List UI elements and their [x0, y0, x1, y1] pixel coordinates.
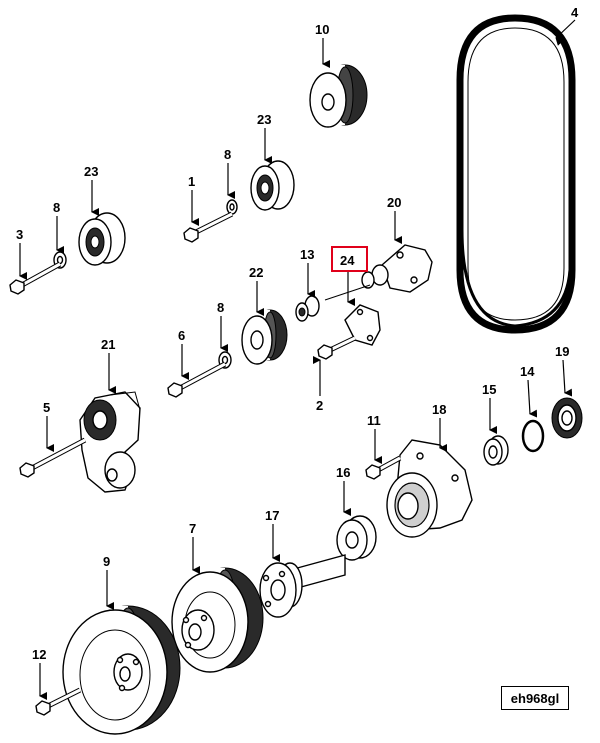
callout-10: 10	[315, 22, 329, 37]
callout-22: 22	[249, 265, 263, 280]
belt	[456, 14, 576, 334]
pulley-7	[171, 567, 264, 673]
housing-18	[386, 439, 473, 538]
callout-18: 18	[432, 402, 446, 417]
ring-15	[483, 435, 509, 466]
bolt-5	[19, 437, 87, 478]
callout-24: 24	[340, 253, 355, 268]
callout-14: 14	[520, 364, 535, 379]
callout-5: 5	[43, 400, 50, 415]
bracket-20	[361, 244, 433, 293]
bolt-1	[183, 211, 234, 243]
tensioner-21	[79, 391, 141, 493]
callout-7: 7	[189, 521, 196, 536]
callout-8-upper: 8	[224, 147, 231, 162]
callout-4: 4	[571, 5, 579, 20]
bolt-2	[317, 335, 357, 360]
hub-shaft-17	[259, 554, 346, 618]
bolt-11	[365, 455, 402, 480]
seal-19	[551, 397, 583, 439]
washer-8-upper	[226, 199, 238, 215]
pulley-22	[241, 309, 288, 365]
callout-16: 16	[336, 465, 350, 480]
callout-20: 20	[387, 195, 401, 210]
callout-17: 17	[265, 508, 279, 523]
bolt-6	[167, 361, 227, 398]
callout-11: 11	[367, 413, 381, 428]
callout-23-upper: 23	[257, 112, 271, 127]
idler-pulley-10	[309, 64, 368, 128]
idler-pulley-23-upper	[250, 160, 295, 211]
damper-pulley-9	[62, 605, 181, 735]
callout-15: 15	[482, 382, 496, 397]
callout-8-left: 8	[53, 200, 60, 215]
callout-labels: 4 10 23 8 1 23 8 3 20 13 24 22 8 6 21 2 …	[16, 5, 579, 662]
snap-ring-14	[521, 419, 545, 453]
highlight-box-24	[331, 246, 368, 272]
callout-13: 13	[300, 247, 314, 262]
callout-9: 9	[103, 554, 110, 569]
callout-2: 2	[316, 398, 323, 413]
spacer-13	[295, 295, 320, 322]
ring-16	[336, 515, 377, 561]
bolt-12	[35, 687, 82, 716]
callout-8-middle: 8	[217, 300, 224, 315]
callout-19: 19	[555, 344, 569, 359]
leader-lines	[19, 19, 576, 700]
figure-code-label: eh968gl	[501, 686, 569, 710]
idler-pulley-23-lower	[78, 212, 126, 266]
callout-23-lower: 23	[84, 164, 98, 179]
callout-6: 6	[178, 328, 185, 343]
callout-12: 12	[32, 647, 46, 662]
callout-3: 3	[16, 227, 23, 242]
callout-21: 21	[101, 337, 115, 352]
callout-1: 1	[188, 174, 195, 189]
bolt-3	[9, 261, 62, 295]
